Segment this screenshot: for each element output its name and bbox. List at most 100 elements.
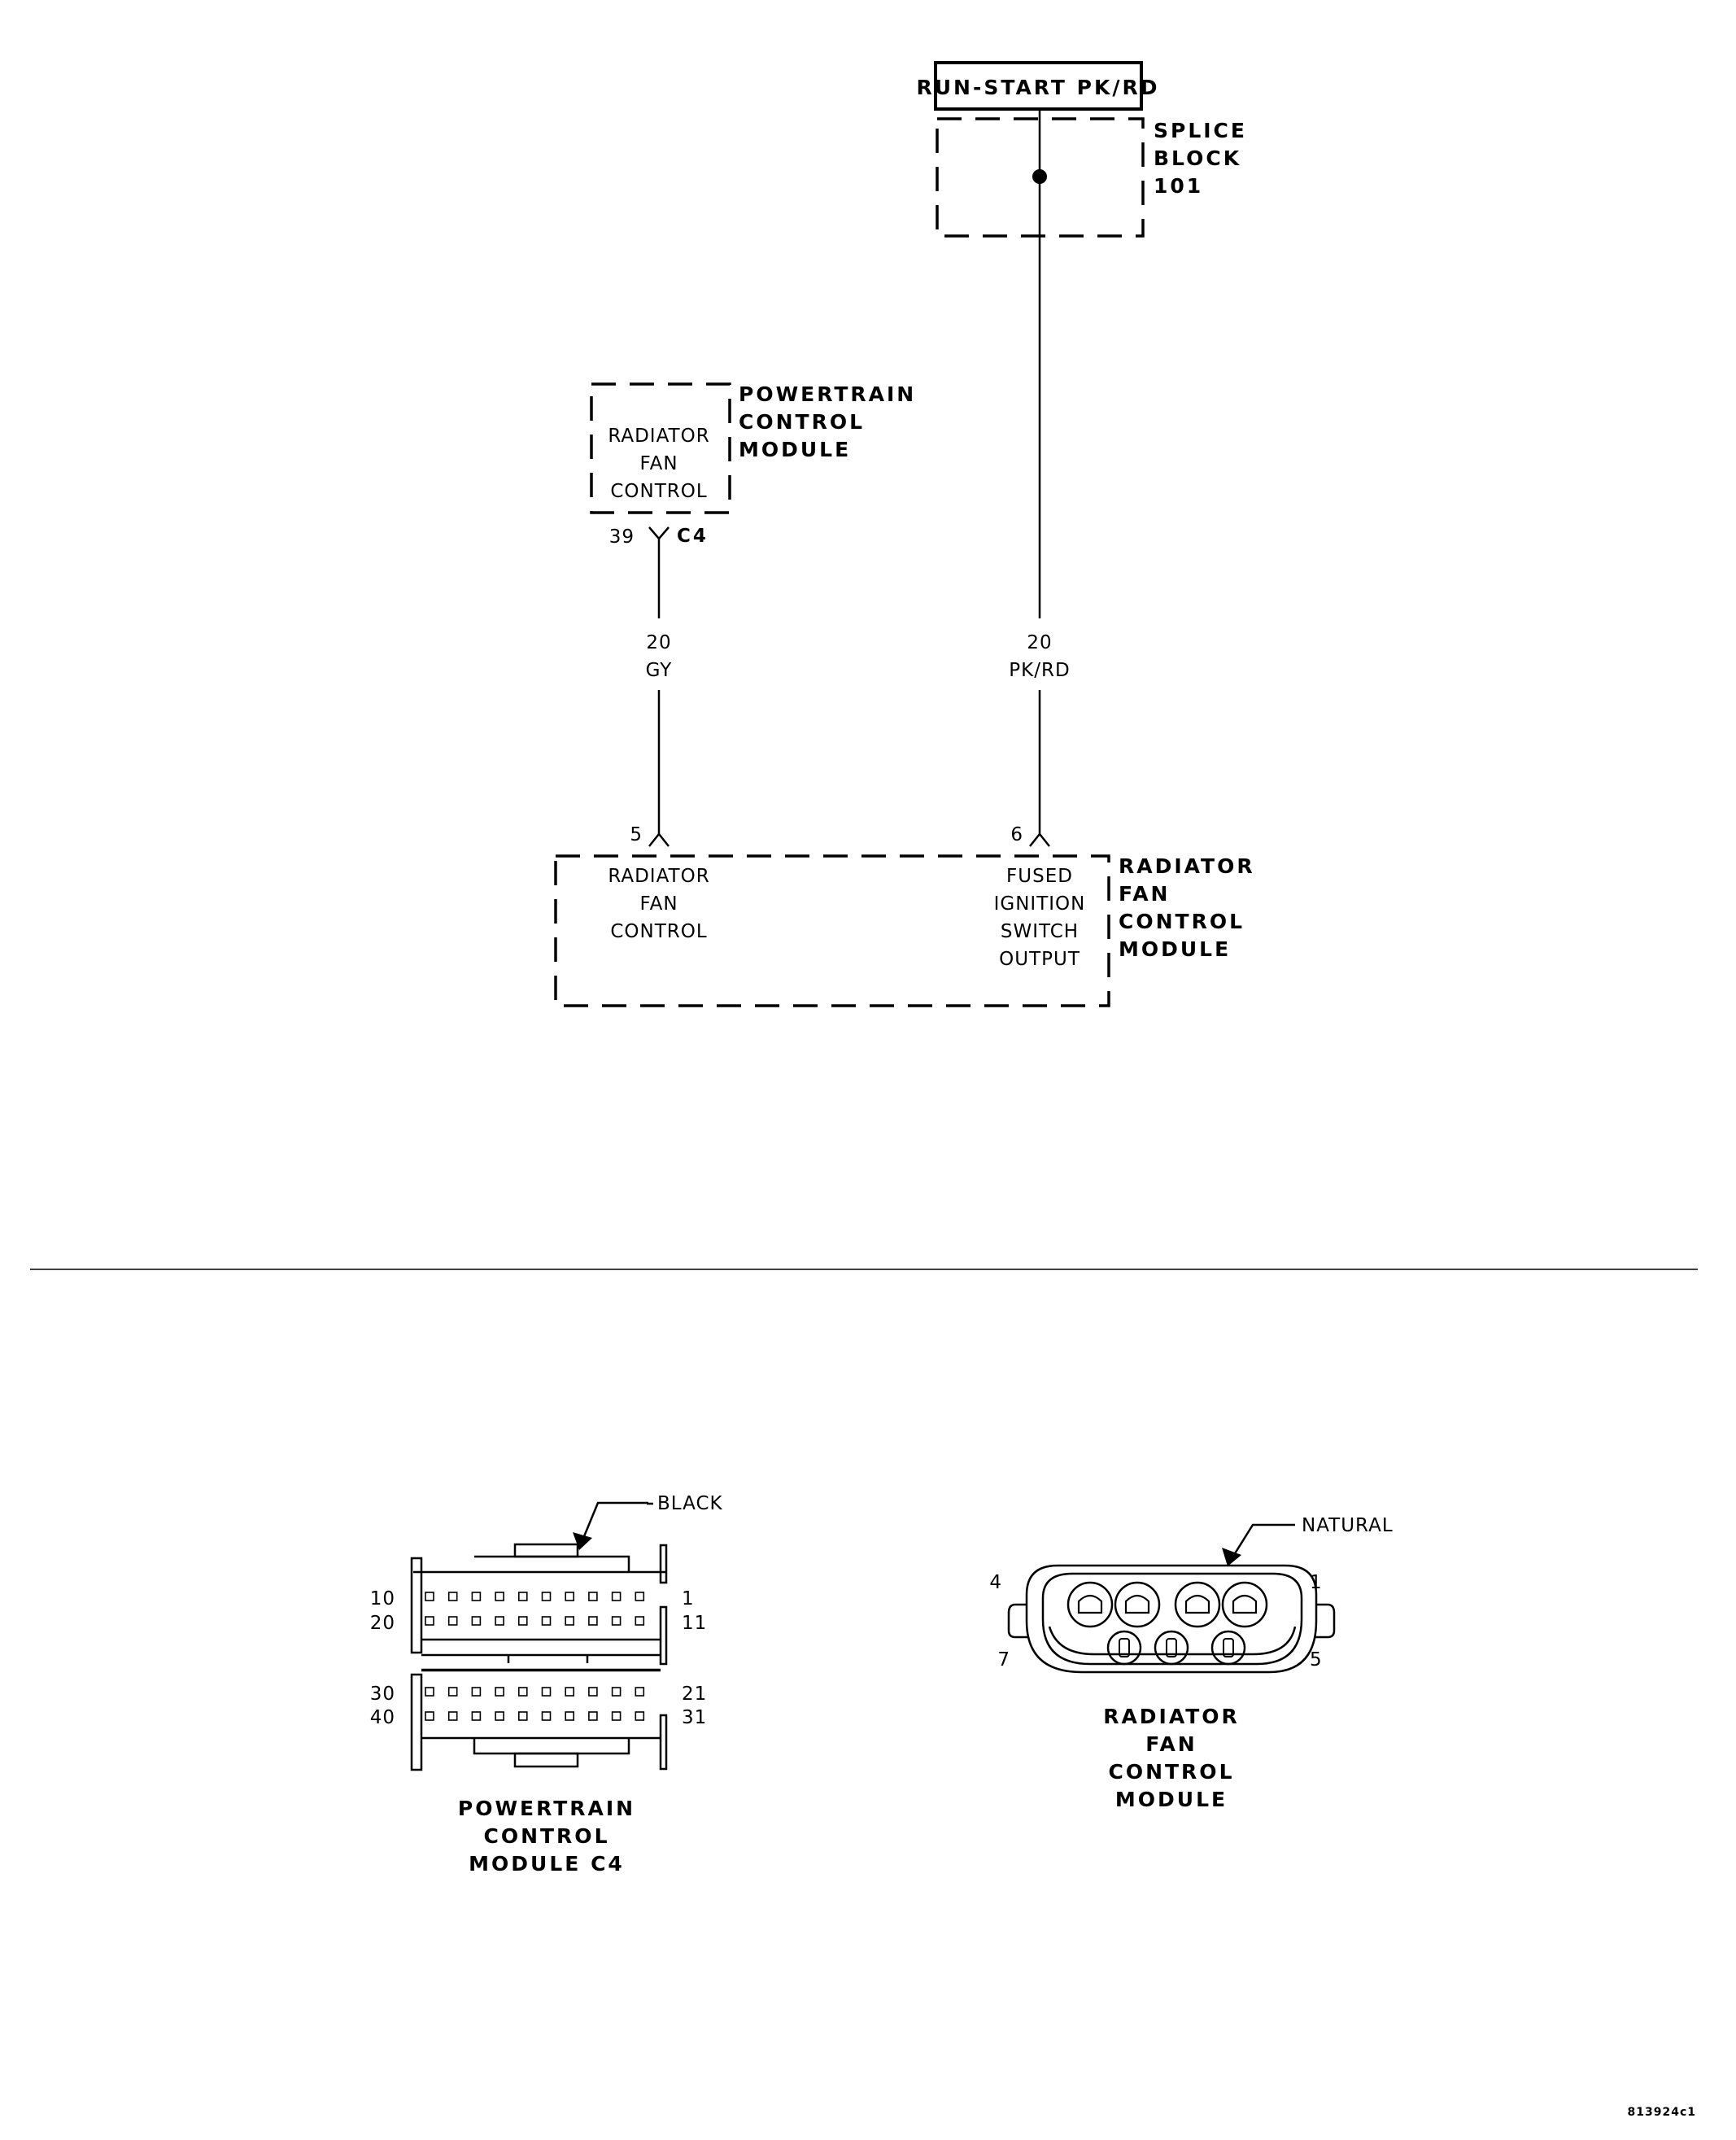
- pcm-function-line2: FAN: [639, 453, 678, 474]
- rfcm-pin5-terminal: [648, 832, 670, 847]
- pcm-pin-cavity: [495, 1687, 504, 1697]
- rfcm-pin-label-7: 7: [997, 1649, 1010, 1671]
- rfcm-title-line3: CONTROL: [1119, 910, 1245, 933]
- rfcm-natural-leader: [1231, 1523, 1295, 1558]
- rfcm-cavity-small: [1210, 1630, 1246, 1666]
- pcm-pin-cavity: [541, 1592, 552, 1601]
- pcm-pin-cavity: [471, 1592, 482, 1601]
- pcm-connector-color: BLACK: [657, 1493, 723, 1514]
- pcm-pin-cavity: [517, 1592, 528, 1601]
- pcm-pin-cavity: [541, 1687, 552, 1697]
- pcm-pin-cavity: [517, 1616, 528, 1626]
- pcm-pin-cavity: [565, 1616, 575, 1626]
- pcm-pin-cavity: [471, 1616, 482, 1626]
- pcm-pin-cavity: [611, 1616, 622, 1626]
- rfcm-connector-cavities: [1066, 1581, 1268, 1666]
- pcm-pin-cavity: [635, 1592, 645, 1601]
- rfcm-right-line3: SWITCH: [1001, 921, 1079, 942]
- pcm-row-label-30: 30: [370, 1684, 395, 1705]
- run-start-header: RUN-START PK/RD: [916, 61, 1158, 111]
- pcm-caption-line3: MODULE C4: [469, 1852, 625, 1876]
- splice-block: SPLICE BLOCK 101: [936, 117, 1245, 238]
- pcm-pin-cavity: [541, 1711, 552, 1721]
- rfcm-left-line3: CONTROL: [610, 921, 707, 942]
- pcm-pin-cavity: [517, 1687, 528, 1697]
- pcm-pin-cavity: [471, 1711, 482, 1721]
- rfcm-block: RADIATOR FAN CONTROL FUSED IGNITION SWIT…: [554, 854, 1255, 1007]
- splice-title-line2: BLOCK: [1154, 146, 1241, 170]
- pcm-pin-cavity: [611, 1687, 622, 1697]
- rfcm-caption-line1: RADIATOR: [1103, 1705, 1240, 1728]
- pcm-pin-cavity: [588, 1687, 598, 1697]
- pcm-block: RADIATOR FAN CONTROL POWERTRAIN CONTROL …: [590, 382, 916, 514]
- rfcm-connector-color: NATURAL: [1302, 1515, 1394, 1536]
- pcm-pin-cavity: [447, 1616, 458, 1626]
- rfcm-pin6-terminal: [1029, 832, 1050, 847]
- rfcm-left-line1: RADIATOR: [608, 866, 709, 887]
- rfcm-right-line1: FUSED: [1006, 866, 1073, 887]
- pcm-pin-cavity: [541, 1616, 552, 1626]
- pcm-row-label-1: 1: [682, 1588, 695, 1609]
- pcm-connector-housing: [410, 1543, 668, 1771]
- rfcm-title-line1: RADIATOR: [1119, 854, 1255, 878]
- pcm-pin-cavity: [495, 1616, 504, 1626]
- pcm-pin-cavity: [588, 1616, 598, 1626]
- splice-title-line3: 101: [1154, 174, 1203, 198]
- rfcm-cavity-small: [1154, 1630, 1189, 1666]
- pcm-pin-cavity: [611, 1711, 622, 1721]
- pcm-pin-cavity: [447, 1687, 458, 1697]
- pcm-row-label-21: 21: [682, 1684, 707, 1705]
- pcm-title-line1: POWERTRAIN: [739, 382, 916, 406]
- rfcm-cavity-large: [1174, 1581, 1221, 1628]
- pcm-row-label-11: 11: [682, 1613, 707, 1634]
- rfcm-pin5-number: 5: [630, 824, 643, 845]
- pcm-function-line3: CONTROL: [610, 481, 707, 502]
- rfcm-title-line4: MODULE: [1119, 937, 1231, 961]
- rfcm-connector-housing: [1007, 1564, 1336, 1674]
- pcm-pin-cavity: [588, 1592, 598, 1601]
- pcm-c4-connector-view: BLACK 10 20 30 40 1 11: [370, 1493, 723, 1876]
- rfcm-caption-line4: MODULE: [1115, 1788, 1228, 1811]
- pcm-pin-number: 39: [609, 526, 635, 548]
- pcm-pin-cavity: [495, 1711, 504, 1721]
- pcm-pin-cavity: [447, 1592, 458, 1601]
- rfcm-title-line2: FAN: [1119, 882, 1170, 906]
- pcm-function-line1: RADIATOR: [608, 426, 709, 447]
- rfcm-pin-label-1: 1: [1310, 1572, 1323, 1593]
- rfcm-pin6-number: 6: [1010, 824, 1023, 845]
- figure-id: 813924c1: [1628, 2106, 1697, 2119]
- pcm-pin-cavity: [565, 1687, 575, 1697]
- pcm-black-leader: [581, 1501, 648, 1541]
- wire-pkrd-color: PK/RD: [1009, 660, 1070, 681]
- pcm-pin-cavity: [588, 1711, 598, 1721]
- pcm-pin-cavity: [635, 1616, 645, 1626]
- pcm-pin-cavity: [565, 1592, 575, 1601]
- pcm-caption-line2: CONTROL: [483, 1824, 609, 1848]
- pcm-pin-cavity: [611, 1592, 622, 1601]
- wire-pkrd-gauge: 20: [1027, 632, 1052, 653]
- pcm-row-label-40: 40: [370, 1707, 395, 1728]
- rfcm-cavity-large: [1066, 1581, 1114, 1628]
- pcm-pin-cavity: [635, 1711, 645, 1721]
- wire-gy-gauge: 20: [646, 632, 671, 653]
- pcm-pin-terminal: [648, 526, 670, 540]
- pcm-connector-id: C4: [677, 526, 709, 547]
- pcm-black-arrowhead: [573, 1532, 592, 1550]
- rfcm-cavity-small: [1106, 1630, 1142, 1666]
- rfcm-pin-label-4: 4: [989, 1572, 1002, 1593]
- pcm-pin-cavity: [425, 1687, 434, 1697]
- schematic: RUN-START PK/RD SPLICE BLOCK 101 20 PK/R…: [554, 61, 1255, 1007]
- pcm-caption-line1: POWERTRAIN: [458, 1797, 635, 1820]
- pcm-pin-cavity: [635, 1687, 645, 1697]
- rfcm-caption-line3: CONTROL: [1108, 1760, 1234, 1784]
- pcm-row-label-20: 20: [370, 1613, 395, 1634]
- rfcm-natural-arrowhead: [1222, 1548, 1241, 1566]
- pcm-pin-cavity: [517, 1711, 528, 1721]
- pcm-row-label-10: 10: [370, 1588, 395, 1609]
- pcm-pin-cavity: [425, 1592, 434, 1601]
- rfcm-pin-label-5: 5: [1310, 1649, 1323, 1671]
- pcm-connector-pins: [425, 1592, 645, 1721]
- pcm-row-label-31: 31: [682, 1707, 707, 1728]
- pcm-pin-cavity: [495, 1592, 504, 1601]
